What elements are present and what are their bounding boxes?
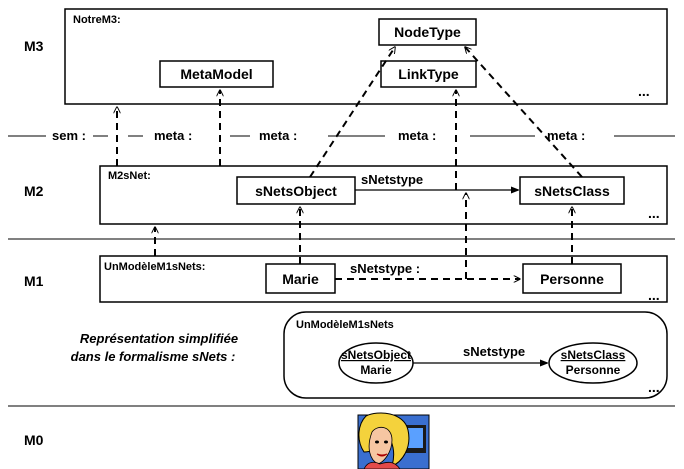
metamodel-label: MetaModel	[180, 66, 252, 82]
level-label-m3: M3	[24, 38, 44, 54]
meta-label-1: meta :	[154, 128, 192, 143]
nodetype-label: NodeType	[394, 24, 461, 40]
m2-ellipsis: ...	[648, 205, 660, 221]
snetsclass-label: sNetsClass	[534, 183, 610, 199]
simplified-relation-label: sNetstype	[463, 344, 525, 359]
simplified-ellipsis: ...	[648, 379, 660, 395]
personne-ellipse-name: Personne	[566, 363, 621, 377]
simplified-note-line1: Représentation simplifiée	[80, 331, 238, 346]
level-label-m0: M0	[24, 432, 44, 448]
sem-label: sem :	[52, 128, 86, 143]
m3-frame	[64, 8, 668, 105]
meta-label-4: meta :	[547, 128, 585, 143]
level-label-m1: M1	[24, 273, 44, 289]
simplified-caption: UnModèleM1sNets	[296, 319, 394, 331]
m1-relation-label: sNetstype :	[350, 261, 420, 276]
personne-ellipse	[548, 342, 638, 384]
personne-ellipse-type: sNetsClass	[561, 348, 626, 362]
metamodel-node	[159, 60, 274, 88]
simplified-note-line2: dans le formalisme sNets :	[71, 349, 236, 364]
snetsclass-node	[519, 176, 625, 205]
meta-label-3: meta :	[398, 128, 436, 143]
marie-ellipse-name: Marie	[360, 363, 392, 377]
meta-label-2: meta :	[259, 128, 297, 143]
woman-at-computer-image	[357, 412, 430, 469]
level-label-m2: M2	[24, 183, 44, 199]
snetsobject-to-nodetype-arrow	[309, 47, 395, 178]
linktype-node	[380, 60, 477, 88]
m2-relation-label: sNetstype	[361, 172, 423, 187]
m1-caption: UnModèleM1sNets:	[104, 261, 205, 273]
personne-label: Personne	[540, 271, 604, 287]
m2-caption: M2sNet:	[108, 170, 151, 182]
m3-caption: NotreM3:	[73, 14, 121, 26]
m3-ellipsis: ...	[638, 83, 650, 99]
snetsobject-label: sNetsObject	[255, 183, 337, 199]
marie-label: Marie	[282, 271, 319, 287]
nodetype-node	[378, 18, 477, 46]
snetsobject-node	[236, 176, 356, 205]
linktype-label: LinkType	[398, 66, 459, 82]
snetsclass-to-nodetype-arrow	[465, 47, 583, 178]
personne-node	[522, 263, 622, 294]
m1-ellipsis: ...	[648, 287, 660, 303]
marie-ellipse-type: sNetsObject	[341, 348, 411, 362]
